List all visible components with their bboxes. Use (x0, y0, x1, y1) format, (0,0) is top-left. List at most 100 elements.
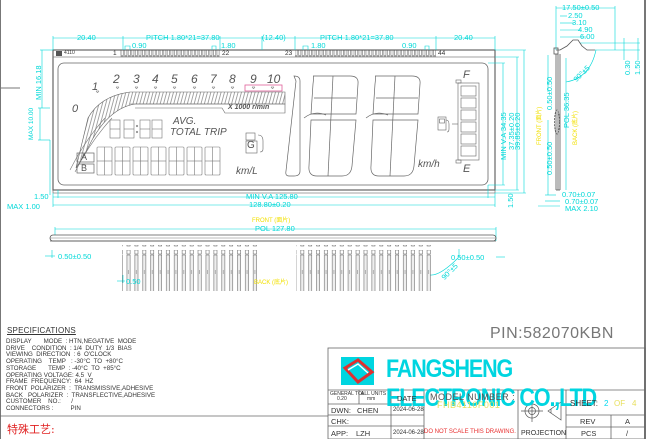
label-front-view-front: FRONT (面片) (252, 218, 291, 224)
dim-pin-width-left: 0.90 (132, 41, 147, 50)
lcd-glass-outline (52, 49, 496, 194)
rpm-unit-label: X 1000 r/min (228, 104, 270, 111)
projection-symbol-icon (521, 400, 562, 422)
sheet-total: 4 (632, 399, 637, 408)
approved-date: 2024-06-28 (393, 430, 424, 436)
gear-indicator-label: G (247, 140, 255, 151)
dimension-lines (38, 6, 640, 283)
fuel-empty-label: E (463, 163, 471, 175)
fuel-gauge (452, 79, 480, 164)
spec-line: DRIVE CONDITION : 1/4 DUTY 1/3 BIAS (6, 344, 132, 352)
dim-front-pol: POL 127.80 (255, 224, 295, 233)
dim-bottom-gap: 1.50 (34, 192, 49, 201)
company-name: FANGSHENG ELECTRONIC CO.,LTD (386, 355, 597, 412)
dim-side-d1: 2.50 (568, 11, 583, 20)
pin-number-23: 23 (285, 50, 293, 57)
tach-number-6: 6 (191, 72, 198, 86)
pcs-value: / (626, 429, 629, 438)
approved-by: LZH (356, 429, 371, 438)
dim-front-offset-left: 0.50±0.50 (58, 252, 92, 261)
dim-side-d3: 4.90 (578, 25, 593, 34)
speed-unit-label: km/h (418, 159, 440, 170)
dim-min-height: MIN 16.18 (34, 65, 43, 100)
dim-glass-width: 128.80±0.20 (249, 200, 291, 209)
fuel-full-label: F (463, 69, 470, 81)
dim-front-pin-width: 0.50 (126, 277, 141, 286)
rev-value: A (625, 417, 631, 426)
dim-side-glass-1: 0.70±0.07 (562, 190, 596, 199)
rev-label: REV (580, 417, 596, 426)
general-tol-value: 0.20 (337, 396, 347, 402)
dim-bottom-max: MAX 1.00 (7, 202, 40, 211)
dim-front-offset-right: 0.50±0.50 (451, 253, 485, 262)
sheet-of: OF (614, 399, 626, 408)
tach-number-0: 0 (72, 103, 79, 115)
company-logo-icon (341, 357, 375, 385)
special-process-label: 特殊工艺: (7, 423, 55, 436)
tach-number-5: 5 (171, 72, 178, 86)
tach-number-2: 2 (113, 72, 120, 86)
label-side-front: FRONT (面片) (537, 106, 543, 145)
spec-line: FRONT POLARIZER : TRANSMISSIVE,ADHESIVE (6, 384, 154, 392)
dim-side-d6: 1.50 (633, 60, 642, 75)
general-tol-label: GENERAL TOL (330, 391, 365, 397)
trip-a-label: A (81, 152, 88, 162)
spec-line: STORAGE TEMP : -40°C TO +85°C (6, 364, 121, 372)
fuel-pump-icon (437, 116, 450, 133)
sheet-label: SHEET: (570, 399, 599, 408)
spec-line: DISPLAY MODE : HTN,NEGATIVE MODE (6, 338, 137, 345)
dim-side-offset-bottom: 0.50±0.50 (545, 141, 554, 175)
spec-line: FRAME FREQUENCY: 64 HZ (6, 378, 94, 386)
fuel-economy-unit: km/L (236, 166, 258, 177)
total-trip-label: TOTAL TRIP (170, 127, 227, 138)
approve-label: APP: (331, 429, 349, 438)
label-side-back: BACK (底片) (573, 110, 579, 145)
dim-pin-pitch-left: 1.80 (221, 41, 236, 50)
side-view-outline (553, 39, 595, 191)
dim-left-margin: 20.40 (77, 33, 96, 42)
date-header: DATE (397, 394, 417, 403)
units-label: ALL UNITS (361, 391, 387, 397)
spec-line: BACK POLARIZER : TRANSFLECTIVE,ADHESIVE (6, 391, 156, 399)
clock-segments (109, 119, 163, 139)
spec-line: CONNECTORS : PIN (6, 405, 81, 413)
avg-label: AVG. (173, 116, 197, 127)
sheet-number: 2 (604, 399, 609, 408)
units-value: mm (367, 396, 376, 402)
drawn-by: CHEN (357, 406, 379, 415)
tach-number-7: 7 (210, 72, 217, 86)
dim-right-margin: 20.40 (454, 33, 473, 42)
dim-gap: (12.40) (262, 33, 286, 42)
dim-side-offset-top: 0.50±0.50 (545, 76, 554, 110)
odometer-segments (96, 146, 221, 176)
dim-side-overall: 17.50±0.50 (562, 3, 600, 12)
dim-view-area: MIN V.A 125.80 (246, 192, 298, 201)
pin-number-44: 44 (438, 50, 446, 57)
drawn-date: 2024-06-28 (393, 407, 424, 413)
speed-segments (285, 75, 421, 177)
spec-line: OPERATING VOLTAGE: 4.5 V (6, 371, 92, 379)
specifications-title: SPECIFICATIONS (7, 326, 76, 335)
dim-max-pin-area: MAX 10.00 (28, 107, 35, 140)
spec-line: OPERATING TEMP : -30°C TO +80°C (6, 358, 123, 366)
dim-side-glass-2: 0.70±0.07 (565, 197, 599, 206)
dim-right-bottom-gap: 1.50 (506, 193, 515, 208)
dim-pin-width-right: 0.90 (402, 41, 417, 50)
pin-number-22: 22 (222, 50, 230, 57)
tach-number-4: 4 (152, 72, 159, 86)
tach-number-9: 9 (250, 72, 257, 86)
trip-b-label: B (81, 163, 88, 173)
dim-side-max-thickness: MAX 2.10 (565, 204, 598, 213)
dim-side-d4: 6.00 (580, 32, 595, 41)
label-front-view-back: BACK (底片) (254, 280, 289, 286)
pcs-label: PCS (581, 429, 597, 438)
dim-pin-pitch-right: 1.80 (311, 41, 326, 50)
dim-side-d2: 3.10 (572, 18, 587, 27)
dim-side-pol: POL 36.35 (562, 92, 571, 128)
drawn-label: DWN: (331, 406, 351, 415)
tach-number-3: 3 (133, 72, 140, 86)
tach-number-10: 10 (267, 72, 281, 86)
no-scale-note: DO NOT SCALE THIS DRAWING. (424, 429, 516, 435)
dim-glass-height-2: 39.85±0.20 (513, 112, 522, 150)
